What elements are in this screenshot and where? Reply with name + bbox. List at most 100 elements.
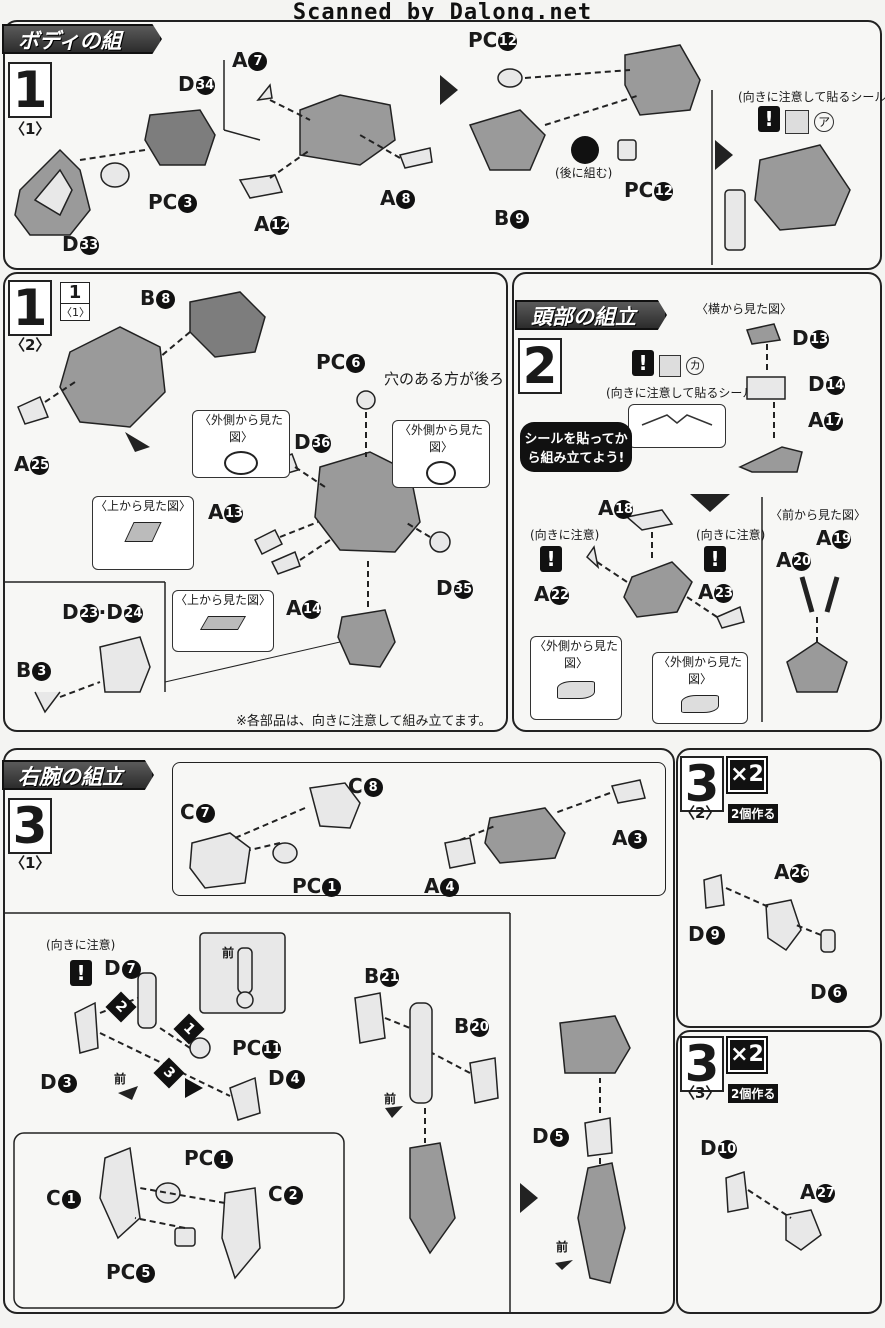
head-front-view-label: 〈前から見た図〉 bbox=[770, 508, 867, 522]
part-a12-shape bbox=[238, 174, 284, 199]
step-3-2-make-count: 2個作る bbox=[728, 804, 779, 823]
front-label-assembled: 前 bbox=[556, 1240, 569, 1254]
part-d14-shape bbox=[746, 376, 786, 400]
sticker-note-head: (向きに注意して貼るシール) bbox=[606, 386, 760, 400]
arm-shoulder-box bbox=[172, 762, 666, 896]
sticker-swatch-icon bbox=[785, 109, 810, 134]
label-b20: B20 bbox=[454, 1014, 490, 1038]
assembly-footnote: ※各部品は、向きに注意して組み立てます。 bbox=[236, 714, 492, 729]
part-pc12-top-shape bbox=[497, 68, 523, 88]
head-side-view-label: 〈横から見た図〉 bbox=[696, 302, 793, 316]
part-a14-shape bbox=[270, 550, 301, 575]
sticker-code-ka: カ bbox=[686, 356, 705, 375]
part-pc5-shape bbox=[174, 1227, 196, 1247]
part-c2-shape bbox=[221, 1187, 261, 1280]
step-1-1-sub: 〈1〉 bbox=[10, 120, 51, 138]
part-pc3-shape bbox=[100, 162, 130, 188]
part-head-front-shape bbox=[786, 641, 848, 693]
flow-arrow bbox=[125, 432, 150, 452]
caution-note-a23: (向きに注意) bbox=[696, 528, 766, 542]
later-assembly-icon bbox=[571, 136, 599, 164]
label-b21: B21 bbox=[364, 964, 400, 988]
part-b21-shape bbox=[354, 992, 386, 1044]
part-a8-shape bbox=[398, 147, 433, 169]
sticker-first-callout: シールを貼ってから組み立てよう! bbox=[520, 422, 632, 472]
front-label-forearm: 前 bbox=[384, 1092, 397, 1106]
label-a19: A19 bbox=[816, 526, 852, 550]
hand-assembly-diagram bbox=[703, 874, 836, 953]
part-b20-shape bbox=[469, 1057, 499, 1104]
step-3-3-panel bbox=[676, 1030, 882, 1314]
part-d5-shape bbox=[584, 1117, 613, 1157]
sticker-applied-body-shape bbox=[754, 144, 851, 231]
part-a13-shape bbox=[253, 528, 284, 556]
flow-arrow bbox=[440, 75, 458, 105]
step-3-2-multiplier: ×2 bbox=[726, 756, 768, 794]
part-arm-assembled-shape bbox=[577, 1162, 626, 1284]
part-a4-shape bbox=[444, 837, 476, 869]
sticker-preview-box bbox=[628, 404, 726, 448]
label-d13: D13 bbox=[792, 326, 829, 350]
front-label-d3: 前 bbox=[114, 1072, 127, 1086]
step-3-1-number: 3 bbox=[8, 798, 52, 854]
body-section-title: ボディの組立 bbox=[2, 24, 162, 54]
label-pc12-bottom: PC12 bbox=[624, 178, 674, 202]
part-inner-frame-shape bbox=[409, 1002, 433, 1104]
outer-view-box-left: 〈外側から見た図〉 bbox=[192, 410, 290, 478]
part-b3-shape bbox=[34, 691, 61, 714]
step-3-3-multiplier: ×2 bbox=[726, 1036, 768, 1074]
label-a25: A25 bbox=[14, 452, 50, 476]
outer-view-box-right: 〈外側から見た図〉 bbox=[392, 420, 490, 488]
sticker-swatch-icon bbox=[659, 354, 682, 377]
exclamation-icon: ! bbox=[758, 106, 780, 132]
head-assembly-diagram bbox=[586, 323, 848, 722]
flow-arrow bbox=[690, 494, 730, 512]
label-a20: A20 bbox=[776, 548, 812, 572]
part-waist-shape bbox=[299, 94, 396, 166]
step-3-2-sub: 〈2〉 bbox=[680, 804, 721, 822]
part-d34-shape bbox=[144, 109, 216, 166]
sticker-code-a: ア bbox=[814, 111, 835, 132]
head-outer-view-box-right: 〈外側から見た図〉 bbox=[652, 652, 748, 724]
sticker-indicator-body: ! ア bbox=[758, 106, 835, 134]
sticker-indicator-head: ! カ bbox=[632, 350, 705, 377]
part-shoulder-armor-shape bbox=[484, 807, 566, 864]
label-pc11: PC11 bbox=[232, 1036, 282, 1060]
label-a13: A13 bbox=[208, 500, 244, 524]
label-pc12-top: PC12 bbox=[468, 28, 518, 52]
part-d7-shape bbox=[137, 972, 157, 1029]
step-1-1-number: 1 bbox=[8, 62, 52, 118]
part-a23-shape bbox=[716, 605, 745, 629]
arm-section-title: 右腕の組立 bbox=[2, 760, 154, 790]
label-a27: A27 bbox=[800, 1180, 836, 1204]
label-d23-d24: D23·D24 bbox=[62, 600, 143, 624]
label-a26: A26 bbox=[774, 860, 810, 884]
front-label-d7: 前 bbox=[222, 946, 235, 960]
body-step1-2-diagram bbox=[5, 291, 451, 714]
exclamation-icon: ! bbox=[70, 960, 92, 986]
part-a27-shape bbox=[785, 1209, 822, 1251]
part-d23-d24-shape bbox=[99, 636, 151, 693]
caution-note-a22: (向きに注意) bbox=[530, 528, 600, 542]
label-a18: A18 bbox=[598, 496, 634, 520]
part-waist-lower-shape bbox=[337, 609, 396, 668]
label-a12: A12 bbox=[254, 212, 290, 236]
part-a25-shape bbox=[17, 395, 49, 425]
step-3-3-make-count: 2個作る bbox=[728, 1084, 779, 1103]
step-3-2-number: 3 bbox=[680, 756, 724, 812]
part-c1-shape bbox=[99, 1146, 141, 1240]
exclamation-icon: ! bbox=[704, 546, 726, 572]
part-a17-shape bbox=[738, 446, 803, 473]
later-assembly-note: (後に組む) bbox=[555, 166, 613, 180]
hand2-assembly-diagram bbox=[725, 1170, 822, 1251]
